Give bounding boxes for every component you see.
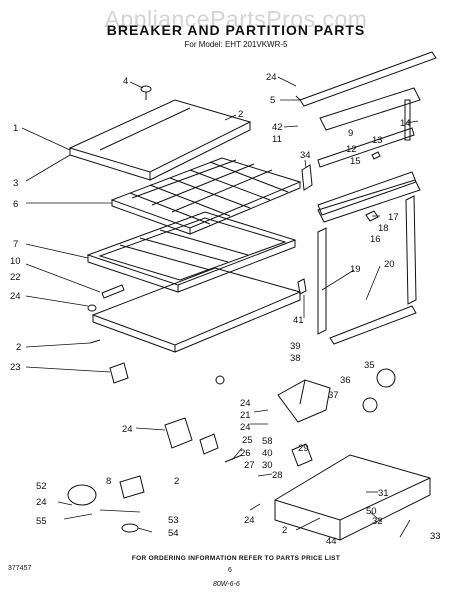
part-20-side xyxy=(329,195,417,345)
label-part-24a: 24 xyxy=(10,291,21,302)
label-part-38: 38 xyxy=(290,353,301,364)
part-25-bracket xyxy=(164,417,193,449)
part-41-bracket xyxy=(297,278,307,295)
label-part-24d: 24 xyxy=(240,422,251,433)
label-part-39: 39 xyxy=(290,341,301,352)
label-part-24c: 24 xyxy=(240,398,251,409)
part-2-pin xyxy=(89,339,101,344)
label-part-13: 13 xyxy=(372,135,383,146)
part-16-clip xyxy=(365,210,379,222)
figure-number: 377457 xyxy=(8,565,32,572)
label-part-2a: 2 xyxy=(16,342,21,353)
label-part-28: 28 xyxy=(272,470,283,481)
part-9-rail xyxy=(295,51,437,107)
part-24-screw xyxy=(87,304,97,312)
handwritten-note: 80W-6-6 xyxy=(213,581,240,588)
label-part-36: 36 xyxy=(340,375,351,386)
part-8-terminal xyxy=(119,475,145,499)
label-part-30: 30 xyxy=(262,460,273,471)
part-14-panel xyxy=(319,87,421,141)
label-part-41: 41 xyxy=(293,315,304,326)
label-part-6: 6 xyxy=(13,199,18,210)
label-part-58: 58 xyxy=(262,436,273,447)
label-part-44: 44 xyxy=(326,536,337,547)
part-number-labels: 1 3 4 6 7 10 22 24 2 23 2 24 5 42 11 9 1… xyxy=(10,72,441,547)
label-part-52: 52 xyxy=(36,481,47,492)
label-part-24g: 24 xyxy=(36,497,47,508)
part-35-bulb xyxy=(376,368,396,388)
label-part-29: 29 xyxy=(298,443,309,454)
label-part-3: 3 xyxy=(13,178,18,189)
label-part-9: 9 xyxy=(348,128,353,139)
part-4-screw xyxy=(140,85,152,100)
label-part-50: 50 xyxy=(366,506,377,517)
label-part-26: 26 xyxy=(240,448,251,459)
label-part-24b: 24 xyxy=(266,72,277,83)
label-part-53: 53 xyxy=(168,515,179,526)
label-part-10: 10 xyxy=(10,256,21,267)
part-12-15-rails xyxy=(317,127,417,216)
part-23-foot xyxy=(109,362,129,384)
label-part-19: 19 xyxy=(350,264,361,275)
label-part-17: 17 xyxy=(388,212,399,223)
label-part-33: 33 xyxy=(430,531,441,542)
ordering-info-footer: FOR ORDERING INFORMATION REFER TO PARTS … xyxy=(131,555,341,562)
label-part-35: 35 xyxy=(364,360,375,371)
label-part-14: 14 xyxy=(400,118,411,129)
label-part-2-lower: 2 xyxy=(282,525,287,536)
part-37-control-housing xyxy=(277,379,331,423)
watermark: AppliancePartsPros.com xyxy=(104,6,368,32)
label-part-22: 22 xyxy=(10,272,21,283)
label-part-2b: 2 xyxy=(238,109,243,120)
label-part-25: 25 xyxy=(242,435,253,446)
part-39-knob xyxy=(215,375,225,385)
label-part-55: 55 xyxy=(36,516,47,527)
label-part-24f: 24 xyxy=(244,515,255,526)
part-36-bulb xyxy=(362,397,378,413)
label-part-31: 31 xyxy=(378,488,389,499)
model-line: For Model: EHT 201VKWR-5 xyxy=(184,40,288,49)
part-19-side xyxy=(317,227,327,335)
label-part-32: 32 xyxy=(372,516,383,527)
part-54-screw xyxy=(121,523,139,533)
label-part-2c: 2 xyxy=(174,476,179,487)
label-part-1: 1 xyxy=(13,123,18,134)
label-part-20: 20 xyxy=(384,259,395,270)
label-part-21: 21 xyxy=(240,410,251,421)
label-part-34: 34 xyxy=(300,150,311,161)
part-7-pan xyxy=(86,211,297,293)
label-part-37: 37 xyxy=(328,390,339,401)
page-number: 6 xyxy=(228,567,232,574)
part-22-clip xyxy=(101,284,125,299)
part-29-clip xyxy=(291,443,313,467)
label-part-16: 16 xyxy=(370,234,381,245)
label-part-24e: 24 xyxy=(122,424,133,435)
part-52-switch xyxy=(67,484,97,506)
part-17-18-frame xyxy=(317,179,421,223)
label-part-42: 42 xyxy=(272,122,283,133)
label-part-11: 11 xyxy=(272,134,282,145)
part-6-shelf xyxy=(110,157,302,235)
lower-frame xyxy=(91,267,302,353)
label-part-54: 54 xyxy=(168,528,179,539)
label-part-7: 7 xyxy=(13,239,18,250)
label-part-5: 5 xyxy=(270,95,275,106)
label-part-8: 8 xyxy=(106,476,111,487)
label-part-18: 18 xyxy=(378,223,389,234)
label-part-4: 4 xyxy=(123,76,128,87)
diagram-title: BREAKER AND PARTITION PARTS xyxy=(106,22,366,38)
part-1-cover-strip xyxy=(68,99,252,181)
part-34-clip xyxy=(301,164,313,191)
label-part-12: 12 xyxy=(346,144,357,155)
part-26-sensor xyxy=(199,433,219,455)
label-part-27: 27 xyxy=(244,460,255,471)
part-33-drawer-front xyxy=(274,454,431,541)
label-part-23: 23 xyxy=(10,362,21,373)
label-part-40: 40 xyxy=(262,448,273,459)
label-part-15: 15 xyxy=(350,156,361,167)
part-13-clip xyxy=(371,151,381,160)
